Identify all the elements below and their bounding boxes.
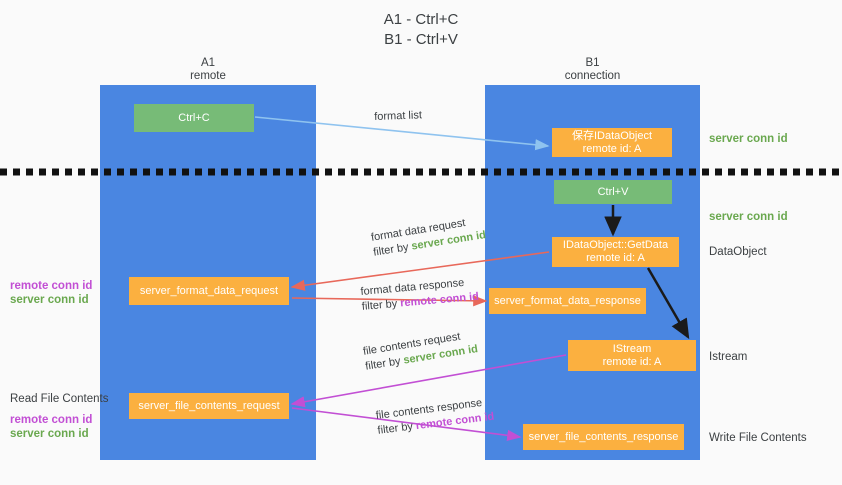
node-ctrl-v[interactable]: Ctrl+V	[554, 180, 672, 204]
page-title: A1 - Ctrl+C B1 - Ctrl+V	[383, 11, 459, 48]
side-label-server-conn-id: server conn id	[709, 211, 788, 223]
node-idataobject-getdata[interactable]: IDataObject::GetData remote id: A	[552, 237, 679, 267]
side-label-server-conn-id: server conn id	[10, 294, 89, 306]
side-label-istream: Istream	[709, 351, 748, 363]
side-label-remote-conn-id: remote conn id server conn id	[10, 413, 92, 441]
node-server-file-contents-request[interactable]: server_file_contents_request	[129, 393, 289, 419]
lane-header-b1: B1 connection	[564, 57, 621, 82]
side-label-server-conn-id: server conn id	[709, 133, 788, 145]
side-label-remote-conn-id: remote conn id server conn id	[10, 279, 92, 307]
node-server-file-contents-response[interactable]: server_file_contents_response	[523, 424, 684, 450]
side-label-dataobject: DataObject	[709, 246, 767, 258]
node-server-format-data-response[interactable]: server_format_data_response	[489, 288, 646, 314]
edge-label-filter-prefix: filter by	[376, 420, 417, 437]
node-server-format-data-request[interactable]: server_format_data_request	[129, 277, 289, 305]
node-ctrl-c[interactable]: Ctrl+C	[134, 104, 254, 132]
edge-label-line1: format list	[374, 109, 423, 123]
side-label-server-conn-id: server conn id	[10, 428, 89, 440]
side-label-remote-conn-id: remote conn id	[10, 280, 93, 292]
node-istream[interactable]: IStream remote id: A	[568, 340, 696, 371]
side-label-write-file-contents: Write File Contents	[709, 432, 807, 444]
lane-header-a1: A1 remote	[190, 57, 226, 82]
node-idataobject[interactable]: 保存IDataObject remote id: A	[552, 128, 672, 157]
side-label-remote-conn-id: remote conn id	[10, 414, 93, 426]
edge-label-filter-prefix: filter by	[361, 297, 401, 313]
edge-label-format-list: format list	[374, 108, 422, 125]
side-label-read-file-contents: Read File Contents	[10, 393, 109, 405]
